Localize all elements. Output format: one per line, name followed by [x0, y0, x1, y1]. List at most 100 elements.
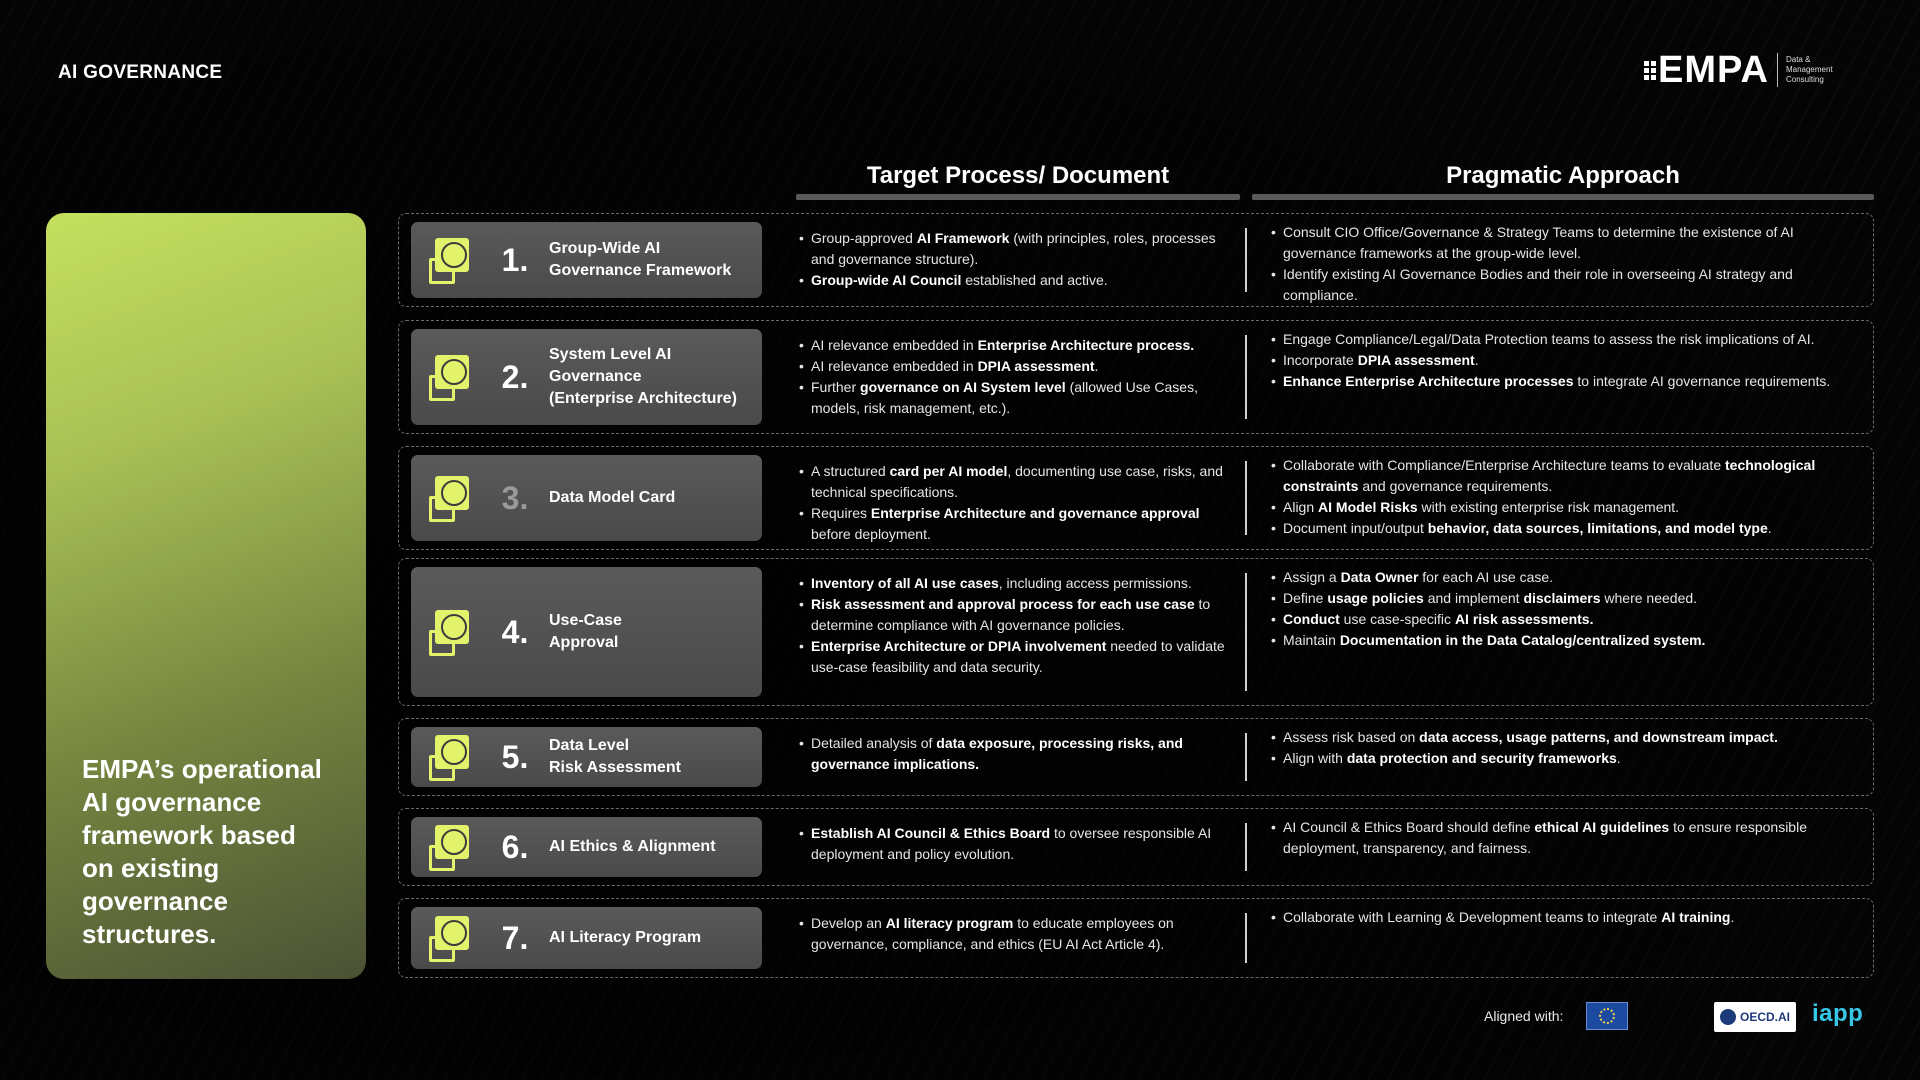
target-bullet: Requires Enterprise Architecture and gov…	[799, 503, 1229, 545]
target-bullet: Group-wide AI Council established and ac…	[799, 270, 1229, 291]
target-bullet: A structured card per AI model, document…	[799, 461, 1229, 503]
row-number: 2.	[501, 358, 529, 395]
pragmatic-bullet: Enhance Enterprise Architecture processe…	[1271, 371, 1851, 392]
pragmatic-bullet: Collaborate with Compliance/Enterprise A…	[1271, 455, 1851, 497]
pragmatic-bullet: Collaborate with Learning & Development …	[1271, 907, 1851, 928]
pragmatic-bullet: Incorporate DPIA assessment.	[1271, 350, 1851, 371]
pragmatic-bullet: Assess risk based on data access, usage …	[1271, 727, 1851, 748]
column-underline-pragmatic	[1252, 194, 1874, 200]
side-summary-card: EMPA’s operational AI governance framewo…	[46, 213, 366, 979]
framework-row: 3. Data Model Card A structured card per A…	[398, 446, 1874, 550]
eu-flag-icon	[1586, 1002, 1628, 1030]
architecture-icon	[425, 349, 481, 405]
column-header-pragmatic: Pragmatic Approach	[1446, 162, 1680, 189]
row-label-box: 7. AI Literacy Program	[411, 907, 762, 969]
row-number: 4.	[501, 613, 529, 650]
column-divider	[1245, 335, 1247, 419]
iapp-logo: iapp	[1812, 1000, 1864, 1027]
column-divider	[1245, 228, 1247, 292]
target-bullet: Inventory of all AI use cases, including…	[799, 573, 1229, 594]
pragmatic-bullet: Identify existing AI Governance Bodies a…	[1271, 264, 1851, 306]
target-bullet: Detailed analysis of data exposure, proc…	[799, 733, 1229, 775]
pragmatic-bullet: Engage Compliance/Legal/Data Protection …	[1271, 329, 1851, 350]
side-summary-text: EMPA’s operational AI governance framewo…	[82, 754, 322, 949]
logo-word: EMPA	[1658, 49, 1769, 91]
target-process-list: Develop an AI literacy program to educat…	[799, 913, 1229, 955]
target-process-list: Detailed analysis of data exposure, proc…	[799, 733, 1229, 775]
pragmatic-bullet: Consult CIO Office/Governance & Strategy…	[1271, 222, 1851, 264]
model-card-icon	[425, 470, 481, 526]
pragmatic-bullet: Maintain Documentation in the Data Catal…	[1271, 630, 1851, 651]
row-number: 6.	[501, 828, 529, 865]
row-label-box: 3. Data Model Card	[411, 455, 762, 541]
pragmatic-bullet: Align AI Model Risks with existing enter…	[1271, 497, 1851, 518]
target-bullet: Group-approved AI Framework (with princi…	[799, 228, 1229, 270]
logo-tagline: Data & Management Consulting	[1785, 55, 1833, 84]
empa-logo: EMPA Data & Management Consulting	[1644, 50, 1833, 90]
aligned-with-label: Aligned with:	[1484, 1008, 1564, 1024]
column-divider	[1245, 461, 1247, 535]
row-label-box: 6. AI Ethics & Alignment	[411, 817, 762, 877]
pragmatic-approach-list: AI Council & Ethics Board should define …	[1271, 817, 1851, 859]
pragmatic-bullet: Conduct use case-specific AI risk assess…	[1271, 609, 1851, 630]
framework-icon	[425, 232, 481, 288]
column-divider	[1245, 573, 1247, 691]
pragmatic-bullet: Document input/output behavior, data sou…	[1271, 518, 1851, 539]
row-number: 5.	[501, 738, 529, 775]
oecd-ai-logo: OECD.AI	[1714, 1002, 1796, 1032]
column-header-target: Target Process/ Document	[866, 162, 1170, 189]
pragmatic-approach-list: Collaborate with Compliance/Enterprise A…	[1271, 455, 1851, 539]
pragmatic-bullet: AI Council & Ethics Board should define …	[1271, 817, 1851, 859]
target-bullet: AI relevance embedded in Enterprise Arch…	[799, 335, 1229, 356]
target-bullet: AI relevance embedded in DPIA assessment…	[799, 356, 1229, 377]
use-case-icon	[425, 604, 481, 660]
column-divider	[1245, 913, 1247, 963]
target-bullet: Further governance on AI System level (a…	[799, 377, 1229, 419]
target-process-list: Group-approved AI Framework (with princi…	[799, 228, 1229, 291]
framework-row: 7. AI Literacy Program Develop an AI liter…	[398, 898, 1874, 978]
target-bullet: Establish AI Council & Ethics Board to o…	[799, 823, 1229, 865]
row-title: Data Model Card	[549, 489, 676, 506]
target-bullet: Develop an AI literacy program to educat…	[799, 913, 1229, 955]
pragmatic-approach-list: Consult CIO Office/Governance & Strategy…	[1271, 222, 1851, 306]
row-number: 7.	[501, 919, 529, 956]
target-process-list: AI relevance embedded in Enterprise Arch…	[799, 335, 1229, 419]
ethics-scale-icon	[425, 819, 481, 875]
target-process-list: Inventory of all AI use cases, including…	[799, 573, 1229, 678]
risk-assessment-icon	[425, 729, 481, 785]
pragmatic-approach-list: Assess risk based on data access, usage …	[1271, 727, 1851, 769]
target-bullet: Risk assessment and approval process for…	[799, 594, 1229, 636]
column-divider	[1245, 733, 1247, 781]
column-divider	[1245, 823, 1247, 871]
logo-dots-icon	[1644, 60, 1656, 80]
pragmatic-bullet: Assign a Data Owner for each AI use case…	[1271, 567, 1851, 588]
pragmatic-approach-list: Engage Compliance/Legal/Data Protection …	[1271, 329, 1851, 392]
target-process-list: Establish AI Council & Ethics Board to o…	[799, 823, 1229, 865]
pragmatic-bullet: Define usage policies and implement disc…	[1271, 588, 1851, 609]
literacy-icon	[425, 910, 481, 966]
row-number: 3.	[501, 479, 529, 516]
pragmatic-bullet: Align with data protection and security …	[1271, 748, 1851, 769]
row-title: AI Ethics & Alignment	[549, 838, 716, 855]
target-process-list: A structured card per AI model, document…	[799, 461, 1229, 545]
row-number: 1.	[501, 241, 529, 278]
pragmatic-approach-list: Assign a Data Owner for each AI use case…	[1271, 567, 1851, 651]
pragmatic-approach-list: Collaborate with Learning & Development …	[1271, 907, 1851, 928]
target-bullet: Enterprise Architecture or DPIA involvem…	[799, 636, 1229, 678]
row-title: AI Literacy Program	[549, 929, 702, 946]
page-title: AI GOVERNANCE	[58, 62, 223, 83]
framework-row: 6. AI Ethics & Alignment Establish AI Coun…	[398, 808, 1874, 886]
logo-separator	[1776, 53, 1778, 87]
